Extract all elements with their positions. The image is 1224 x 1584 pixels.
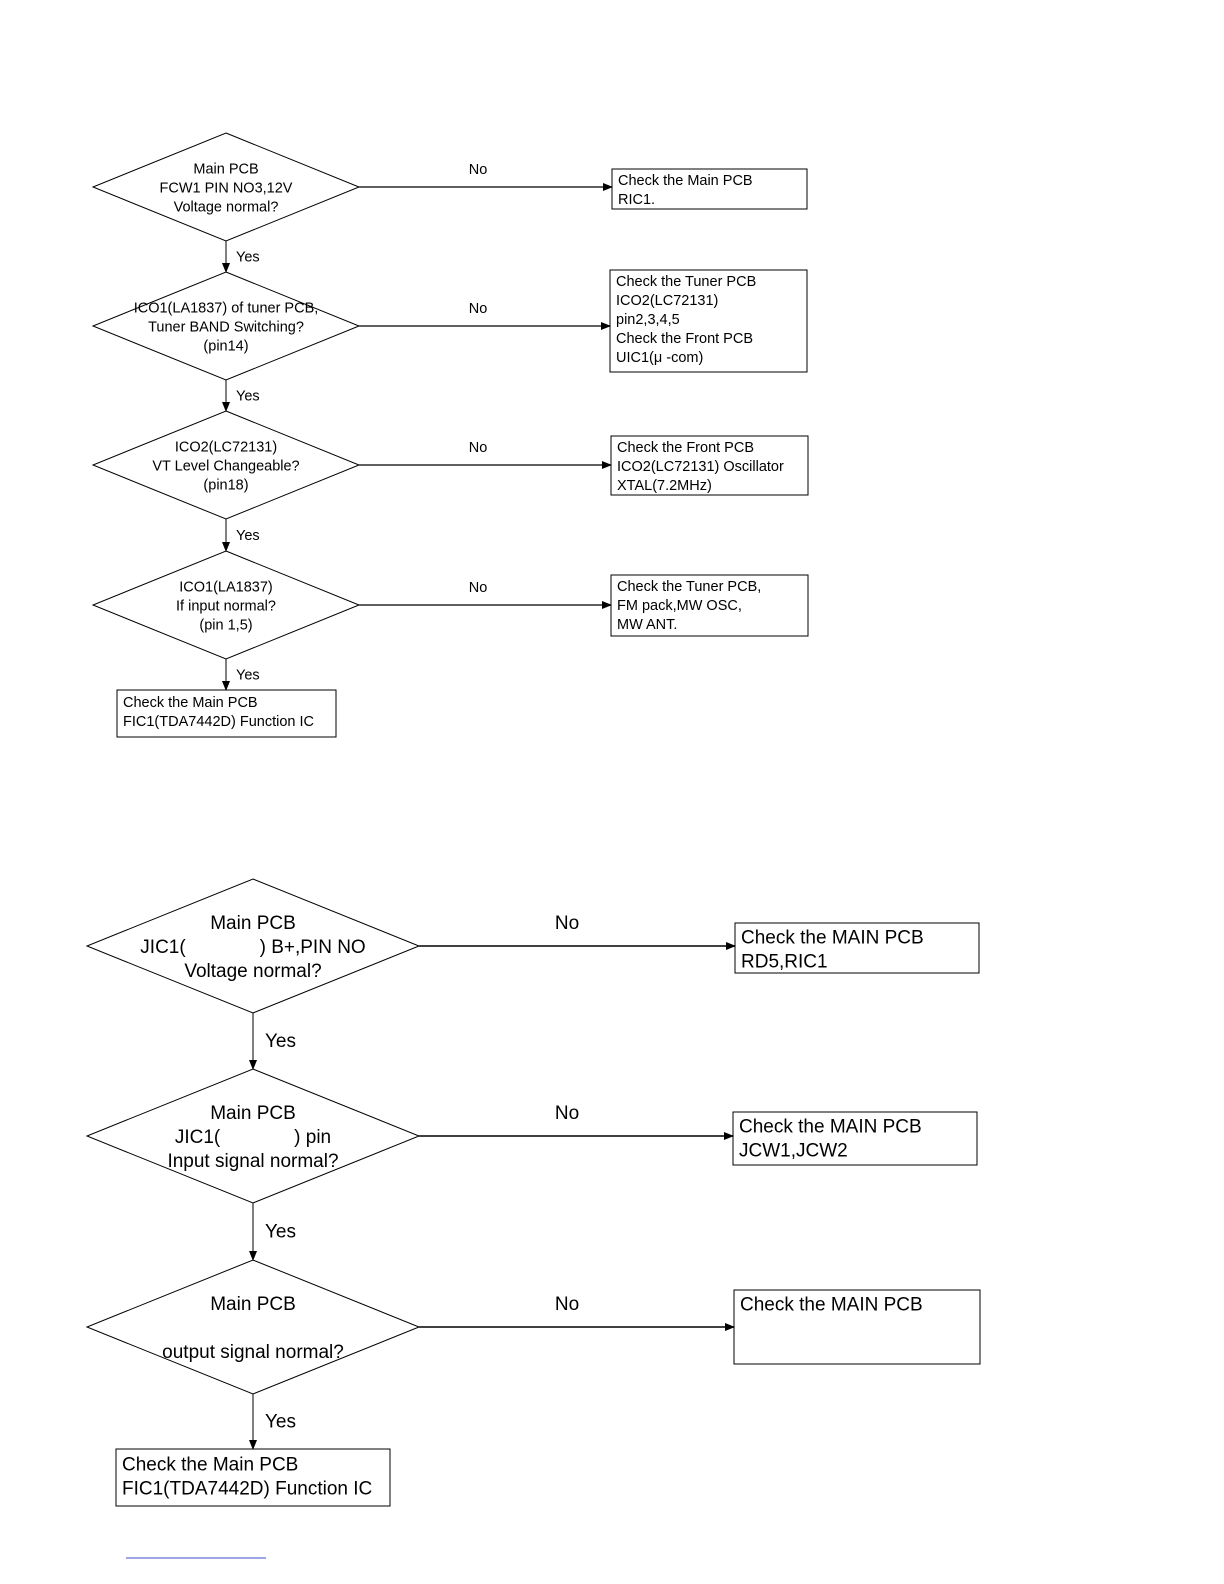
action-text: RIC1. <box>618 192 655 208</box>
decision-text: (pin18) <box>203 478 248 494</box>
decision-text: Main PCB <box>193 162 258 178</box>
yes-label: Yes <box>236 667 260 683</box>
yes-label: Yes <box>265 1412 296 1433</box>
action-text: Check the Tuner PCB, <box>617 579 761 595</box>
decision-text: ICO2(LC72131) <box>175 440 277 456</box>
decision-text: Tuner BAND Switching? <box>148 320 304 336</box>
yes-label: Yes <box>236 528 260 544</box>
action-text: Check the Front PCB <box>617 440 754 456</box>
action-text: ICO2(LC72131) Oscillator <box>617 459 784 475</box>
no-label: No <box>469 440 488 456</box>
final-action-text: Check the Main PCB <box>123 695 258 711</box>
decision-text: Voltage normal? <box>174 200 279 216</box>
no-label: No <box>555 1103 579 1124</box>
action-text: FM pack,MW OSC, <box>617 598 742 614</box>
decision-text: Main PCB <box>210 913 296 934</box>
action-box <box>734 922 980 974</box>
flowchart-tuner: Main PCB FCW1 PIN NO3,12V Voltage normal? N… <box>91 132 809 738</box>
final-action-text: FIC1(TDA7442D) Function IC <box>123 714 314 730</box>
action-text: pin2,3,4,5 <box>616 312 680 328</box>
decision-text: VT Level Changeable? <box>152 459 299 475</box>
yes-label: Yes <box>265 1222 296 1243</box>
final-action-box <box>116 689 337 738</box>
action-text: ICO2(LC72131) <box>616 293 718 309</box>
action-text: Check the MAIN PCB <box>741 927 924 948</box>
action-text: Check the Front PCB <box>616 331 753 347</box>
yes-label: Yes <box>236 388 260 404</box>
action-box <box>609 269 808 373</box>
action-box <box>610 435 809 496</box>
action-text: MW ANT. <box>617 617 677 633</box>
decision-text: JIC1( ) B+,PIN NO <box>140 937 365 958</box>
decision-text: Voltage normal? <box>184 961 321 982</box>
decision-text: (pin 1,5) <box>199 618 252 634</box>
no-label: No <box>555 1294 579 1315</box>
action-text: JCW1,JCW2 <box>739 1140 848 1161</box>
action-box <box>733 1289 981 1365</box>
no-label: No <box>469 580 488 596</box>
decision-text: (pin14) <box>203 339 248 355</box>
decision-text: Main PCB <box>210 1294 296 1315</box>
yes-label: Yes <box>265 1031 296 1052</box>
no-label: No <box>469 301 488 317</box>
decision-text: Main PCB <box>210 1103 296 1124</box>
decision-diamond <box>85 1259 421 1395</box>
action-box <box>610 574 809 637</box>
action-box <box>611 168 808 210</box>
decision-text: Input signal normal? <box>167 1151 338 1172</box>
decision-text: ICO1(LA1837) of tuner PCB, <box>134 301 319 317</box>
final-action-text: Check the Main PCB <box>122 1455 298 1476</box>
no-label: No <box>469 162 488 178</box>
action-box <box>732 1111 978 1166</box>
action-text: Check the Tuner PCB <box>616 274 756 290</box>
yes-label: Yes <box>236 249 260 265</box>
decision-text: ICO1(LA1837) <box>179 580 273 596</box>
action-text: Check the Main PCB <box>618 173 753 189</box>
decision-text: If input normal? <box>176 599 276 615</box>
action-text: XTAL(7.2MHz) <box>617 478 712 494</box>
action-text: Check the MAIN PCB <box>740 1294 923 1315</box>
decision-text: JIC1( ) pin <box>175 1127 331 1148</box>
action-text: UIC1(μ -com) <box>616 350 703 366</box>
action-text: RD5,RIC1 <box>741 951 828 972</box>
final-action-text: FIC1(TDA7442D) Function IC <box>122 1479 372 1500</box>
no-label: No <box>555 913 579 934</box>
final-action-box <box>115 1448 391 1507</box>
action-text: Check the MAIN PCB <box>739 1116 922 1137</box>
flowchart-main: Main PCB JIC1( ) B+,PIN NO Voltage normal?… <box>85 878 981 1507</box>
decision-text: output signal normal? <box>162 1342 344 1363</box>
decision-text: FCW1 PIN NO3,12V <box>160 181 293 197</box>
